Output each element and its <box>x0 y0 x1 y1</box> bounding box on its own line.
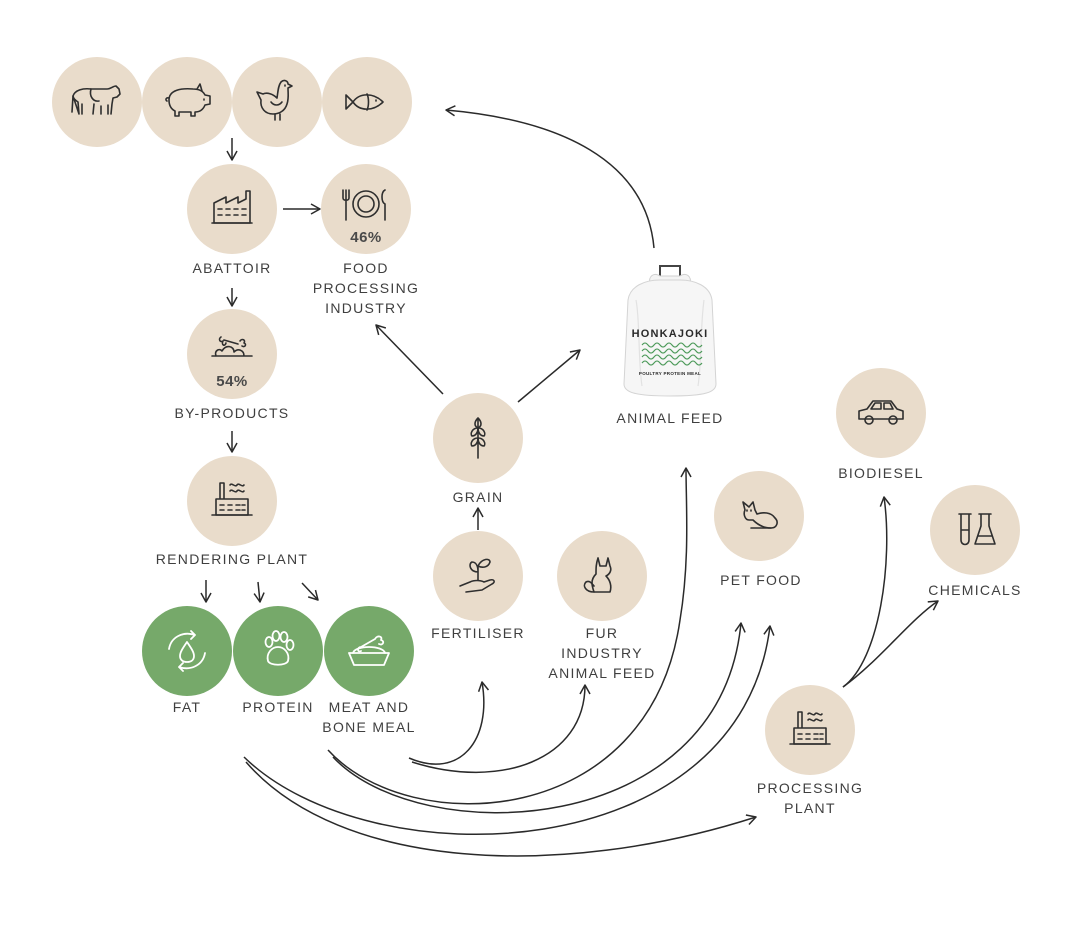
wheat-icon <box>470 417 486 459</box>
node-by-products <box>187 309 277 399</box>
test-tubes-icon <box>958 513 996 546</box>
label-grain: GRAIN <box>452 489 504 505</box>
label-processing-plant: PROCESSING PLANT <box>756 780 864 816</box>
arrow-meal-to-fur-feed <box>411 684 591 774</box>
label-animal-feed: ANIMAL FEED <box>616 410 724 426</box>
label-food-processing: FOOD PROCESSING INDUSTRY <box>312 260 420 316</box>
label-meat-bone-meal: MEAT AND BONE MEAL <box>322 699 416 735</box>
chicken-icon <box>256 79 293 121</box>
node-biodiesel <box>836 368 926 458</box>
label-pet-food: PET FOOD <box>720 572 802 588</box>
label-fur-animal-feed: FUR INDUSTRY ANIMAL FEED <box>548 625 656 681</box>
bag-caption: POULTRY PROTEIN MEAL <box>639 371 701 376</box>
drop-recycle-icon <box>168 630 206 672</box>
plate-cutlery-icon <box>342 189 386 221</box>
arrow-processing-to-biodiesel <box>842 496 891 688</box>
plant-hand-icon <box>459 558 495 593</box>
node-pet-food <box>714 471 804 561</box>
factory-icon <box>789 711 831 745</box>
food-processing-percent: 46% <box>350 229 382 246</box>
bag-pattern <box>641 342 703 366</box>
cat-icon <box>742 501 778 529</box>
node-processing-plant <box>765 685 855 775</box>
node-chicken <box>232 57 322 147</box>
node-food-processing <box>321 164 411 254</box>
factory-icon <box>211 190 253 224</box>
arrow-grain-to-animal-feed <box>517 349 581 403</box>
node-cow <box>52 57 142 147</box>
arrow-protein-to-animal-feed <box>327 467 692 805</box>
arrow-fat-to-processing-plant <box>245 761 757 857</box>
node-fur-animal-feed <box>557 531 647 621</box>
arrow-grain-to-food-processing <box>375 324 444 395</box>
bag-brand: HONKAJOKI <box>632 328 709 340</box>
food-bowl-icon <box>348 635 390 666</box>
arrow-animal-feed-to-animals <box>445 105 655 249</box>
label-protein: PROTEIN <box>242 699 314 715</box>
label-by-products: BY-PRODUCTS <box>174 405 290 421</box>
node-fat <box>142 606 232 696</box>
node-circles <box>52 57 1020 775</box>
arrow-meal-to-pet-food <box>332 622 746 814</box>
label-abattoir: ABATTOIR <box>192 260 272 276</box>
arrow-fat-to-pet-food <box>243 625 775 835</box>
factory-icon <box>211 482 253 516</box>
paw-icon <box>264 630 295 666</box>
pig-icon <box>165 83 211 117</box>
label-biodiesel: BIODIESEL <box>838 465 924 481</box>
node-rendering-plant <box>187 456 277 546</box>
arrow-meal-to-fertiliser <box>408 681 490 765</box>
bones-icon <box>211 336 253 357</box>
label-rendering-plant: RENDERING PLANT <box>155 551 309 567</box>
label-fertiliser: FERTILISER <box>431 625 525 641</box>
node-abattoir <box>187 164 277 254</box>
label-fat: FAT <box>172 699 202 715</box>
car-icon <box>858 400 904 425</box>
node-chemicals <box>930 485 1020 575</box>
arrow-processing-to-chemicals <box>842 600 939 688</box>
flow-arrows <box>200 105 939 857</box>
cow-icon <box>71 85 121 115</box>
arrow-rendering-to-protein <box>253 581 265 603</box>
node-pig <box>142 57 232 147</box>
feed-bag-icon <box>623 265 717 397</box>
label-chemicals: CHEMICALS <box>928 582 1022 598</box>
fish-icon <box>345 93 384 111</box>
node-meat-bone-meal <box>324 606 414 696</box>
by-products-percent: 54% <box>216 373 248 390</box>
node-protein <box>233 606 323 696</box>
fox-icon <box>583 557 612 593</box>
arrow-rendering-to-meal <box>301 582 319 601</box>
node-fish <box>322 57 412 147</box>
